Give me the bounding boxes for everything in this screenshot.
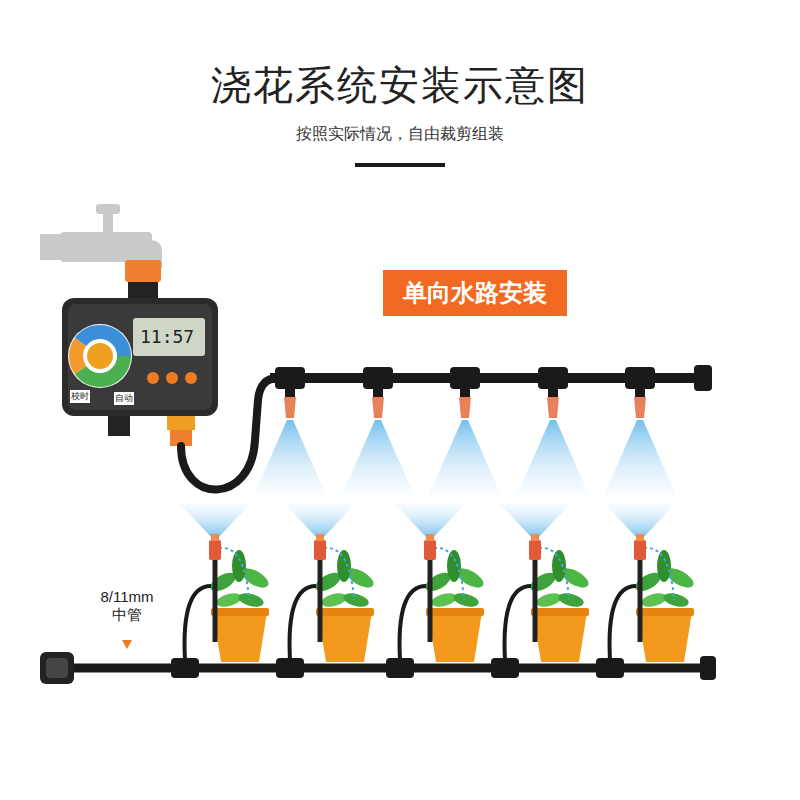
banner-text: 单向水路安装 bbox=[403, 277, 547, 309]
pipe-label: 8/11mm 中管 bbox=[94, 588, 160, 624]
hose bbox=[181, 378, 278, 490]
lcd-time: 11:57 bbox=[140, 326, 194, 347]
top-pipe bbox=[270, 365, 712, 391]
top-nozzles bbox=[254, 367, 676, 495]
subtitle: 按照实际情况，自由裁剪组装 bbox=[296, 124, 504, 145]
bottom-pipe bbox=[40, 652, 716, 684]
title: 浇花系统安装示意图 bbox=[211, 58, 589, 113]
water-timer bbox=[62, 260, 218, 446]
title-bar bbox=[355, 163, 445, 167]
button-label: 自动 bbox=[114, 392, 134, 405]
banner-box: 单向水路安装 bbox=[383, 270, 567, 316]
button-label: 校时 bbox=[70, 390, 90, 403]
pointer-triangle bbox=[122, 640, 132, 649]
faucet bbox=[40, 204, 162, 268]
plants bbox=[171, 503, 696, 678]
